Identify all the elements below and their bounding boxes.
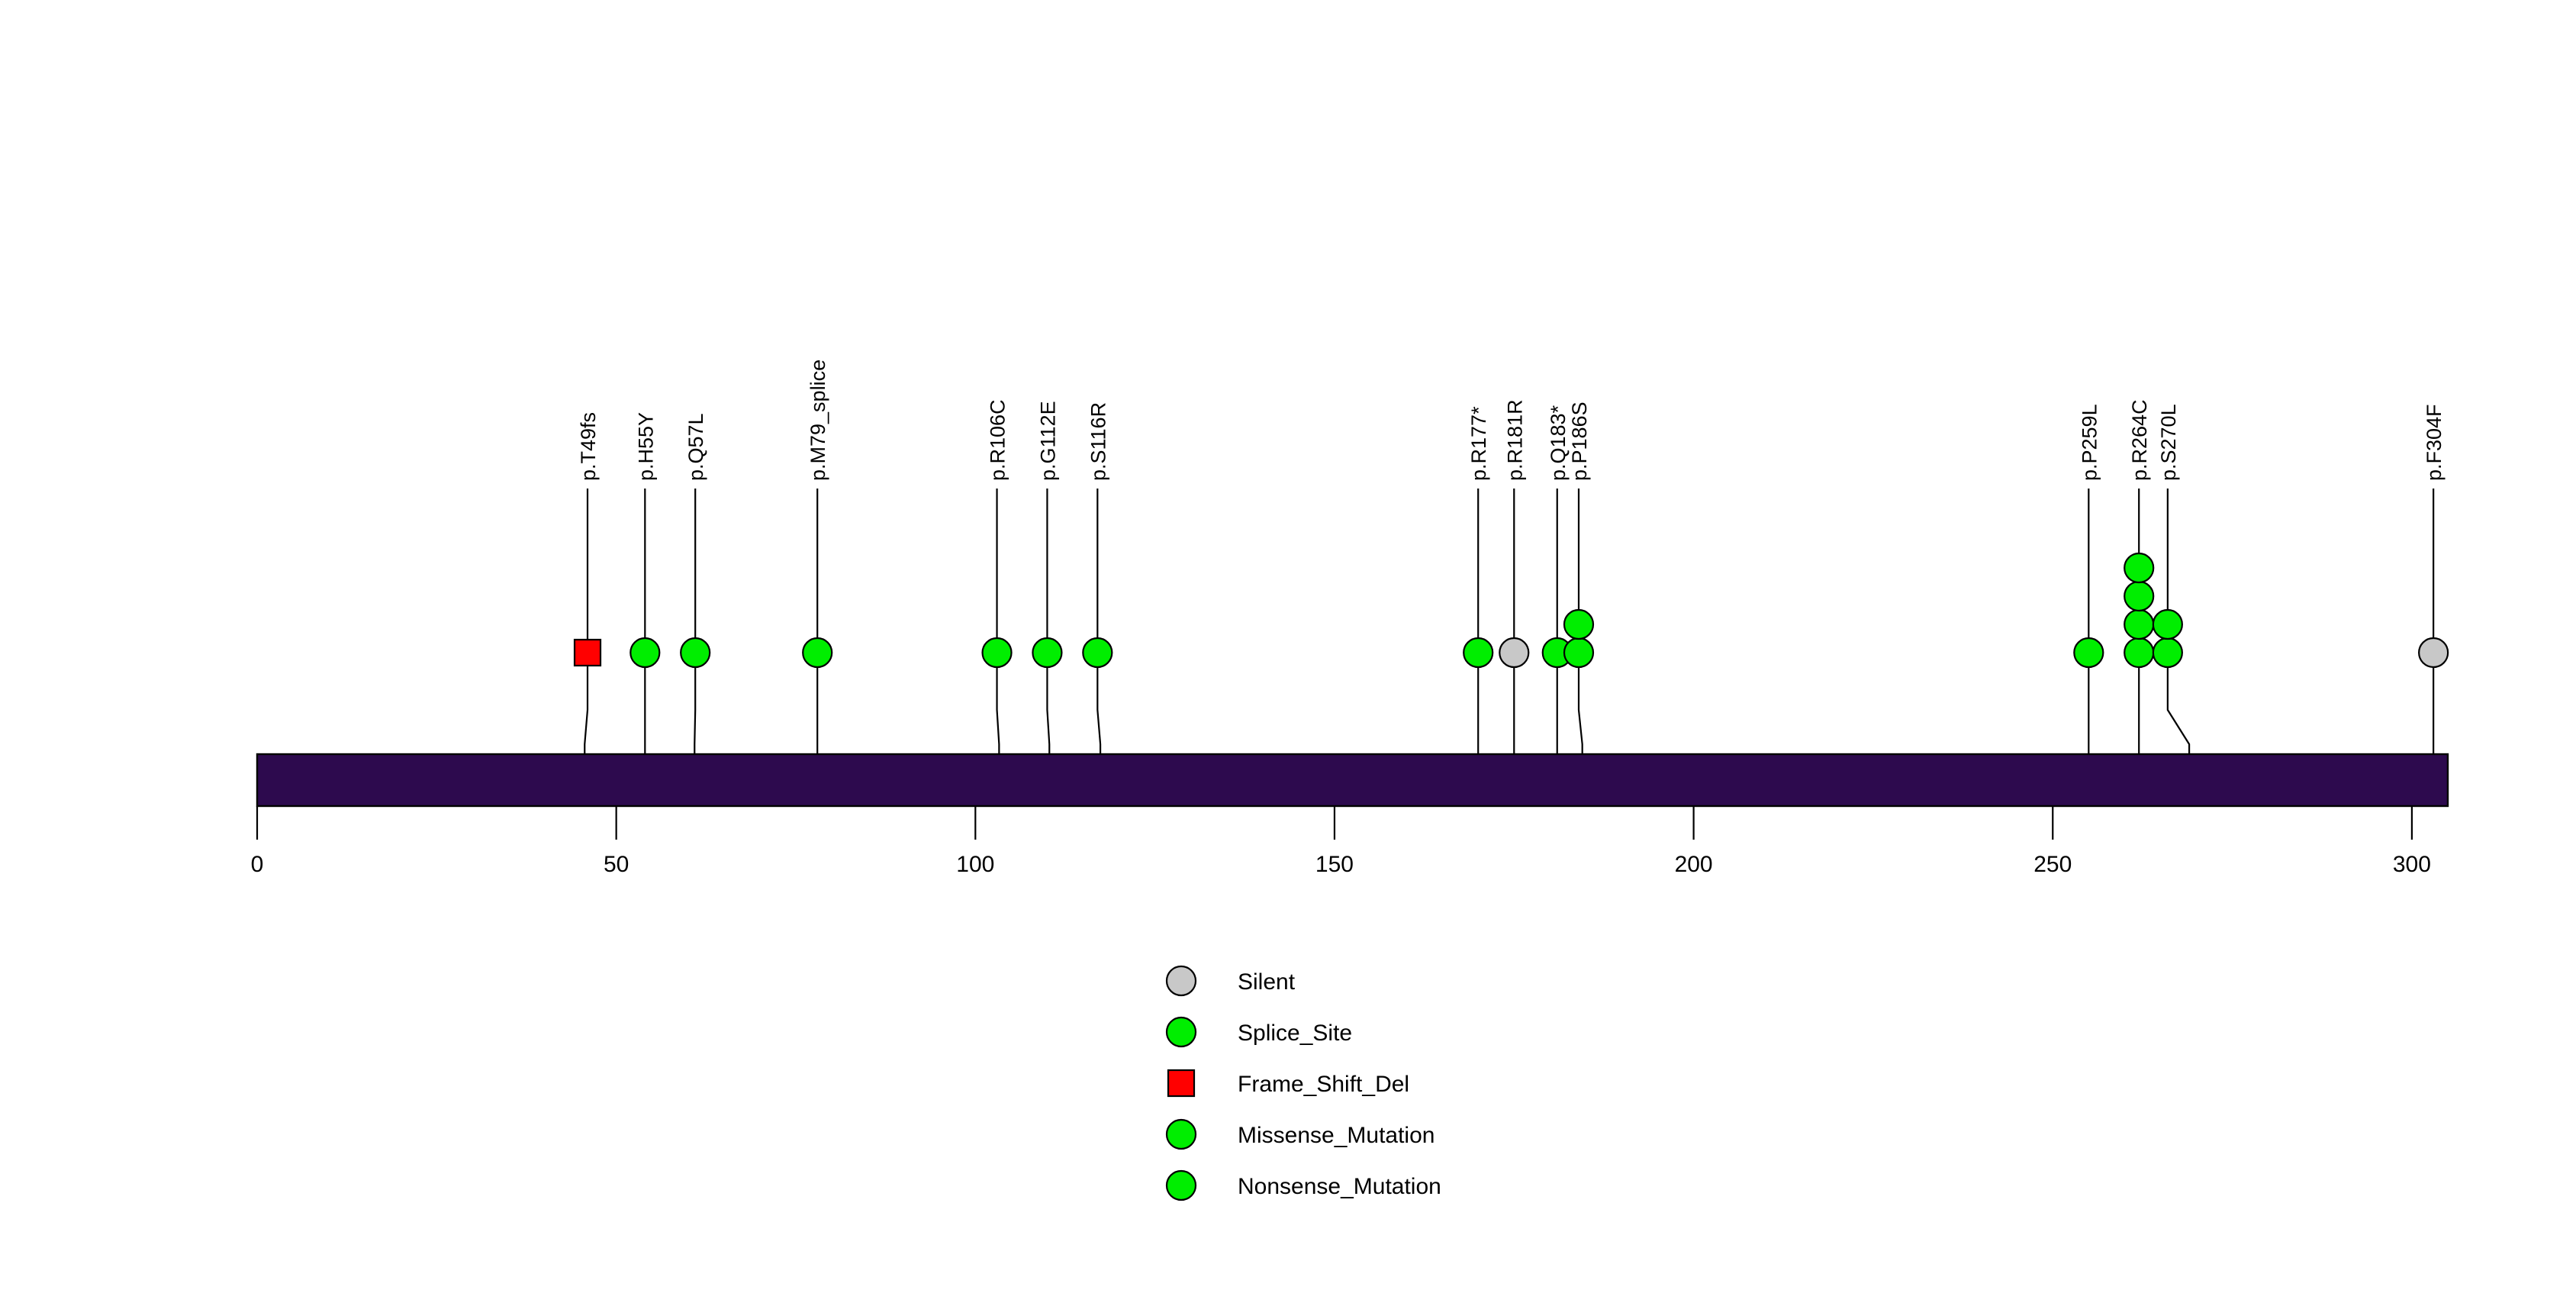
mutation-label: p.S116R (1087, 402, 1109, 481)
mutation-marker-circle[interactable] (1563, 608, 1595, 640)
mutation-marker-circle[interactable] (680, 637, 711, 669)
legend-swatch-circle (1165, 1016, 1197, 1048)
axis-tick-label: 200 (1675, 852, 1713, 877)
mutation-marker-circle[interactable] (1032, 637, 1063, 669)
mutation-label: p.M79_splice (807, 360, 829, 481)
legend-swatch-circle (1165, 965, 1197, 997)
legend-swatch-square (1167, 1069, 1196, 1098)
axis-tick-label: 50 (604, 852, 629, 877)
legend-item-label: Silent (1238, 969, 1296, 995)
legend-item-label: Splice_Site (1238, 1021, 1352, 1046)
mutation-marker-circle[interactable] (2124, 608, 2155, 640)
mutation-label: p.S270L (2157, 404, 2180, 481)
mutation-marker-circle[interactable] (802, 637, 833, 669)
axis-tick-label: 300 (2393, 852, 2431, 877)
mutation-label: p.P186S (1568, 402, 1591, 481)
mutation-marker-circle[interactable] (1082, 637, 1113, 669)
mutation-marker-circle[interactable] (2124, 580, 2155, 612)
mutation-marker-square[interactable] (573, 638, 602, 667)
mutation-markers-group (573, 552, 2449, 669)
mutation-marker-circle[interactable] (2418, 637, 2449, 669)
mutation-marker-circle[interactable] (1463, 637, 1494, 669)
legend-swatch-circle (1165, 1169, 1197, 1201)
axis-tick-label: 100 (956, 852, 994, 877)
legend-item-label: Missense_Mutation (1238, 1123, 1435, 1148)
mutation-label: p.T49fs (577, 412, 600, 481)
axis-tick-label: 0 (251, 852, 264, 877)
mutation-marker-circle[interactable] (981, 637, 1013, 669)
protein-backbone-group (256, 753, 2449, 808)
mutation-label: p.Q183* (1547, 405, 1570, 481)
axis-group: 0 50 100 150 200 250 300 (251, 806, 2431, 877)
axis-tick-label: 150 (1315, 852, 1354, 877)
mutation-marker-circle[interactable] (630, 637, 661, 669)
legend-swatch-circle (1165, 1118, 1197, 1150)
mutation-marker-circle[interactable] (2152, 608, 2183, 640)
mutation-marker-circle[interactable] (1499, 637, 1530, 669)
axis-tick-label: 250 (2033, 852, 2072, 877)
mutation-marker-circle[interactable] (2124, 637, 2155, 669)
legend-item-label: Frame_Shift_Del (1238, 1072, 1409, 1097)
mutation-type-legend: SilentSplice_SiteFrame_Shift_DelMissense… (1165, 965, 1441, 1201)
mutation-label: p.Q57L (684, 413, 707, 481)
mutation-marker-circle[interactable] (2152, 637, 2183, 669)
mutation-marker-circle[interactable] (2073, 637, 2104, 669)
mutation-marker-circle[interactable] (2124, 552, 2155, 584)
mutation-label: p.R177* (1467, 406, 1490, 481)
mutation-label: p.R106C (987, 399, 1009, 481)
mutation-label: p.F304F (2423, 404, 2446, 481)
mutation-label: p.H55Y (634, 412, 657, 481)
mutation-marker-circle[interactable] (1563, 637, 1595, 669)
mutation-label: p.G112E (1036, 401, 1059, 481)
protein-backbone-bar (256, 753, 2449, 808)
mutation-labels-group: p.T49fs p.H55Y p.Q57L p.M79_splice p.R106C p.… (577, 360, 2446, 481)
mutation-label: p.R181R (1503, 399, 1526, 481)
mutation-label: p.P259L (2078, 404, 2101, 481)
mutation-label: p.R264C (2128, 399, 2151, 481)
legend-item-label: Nonsense_Mutation (1238, 1174, 1441, 1199)
